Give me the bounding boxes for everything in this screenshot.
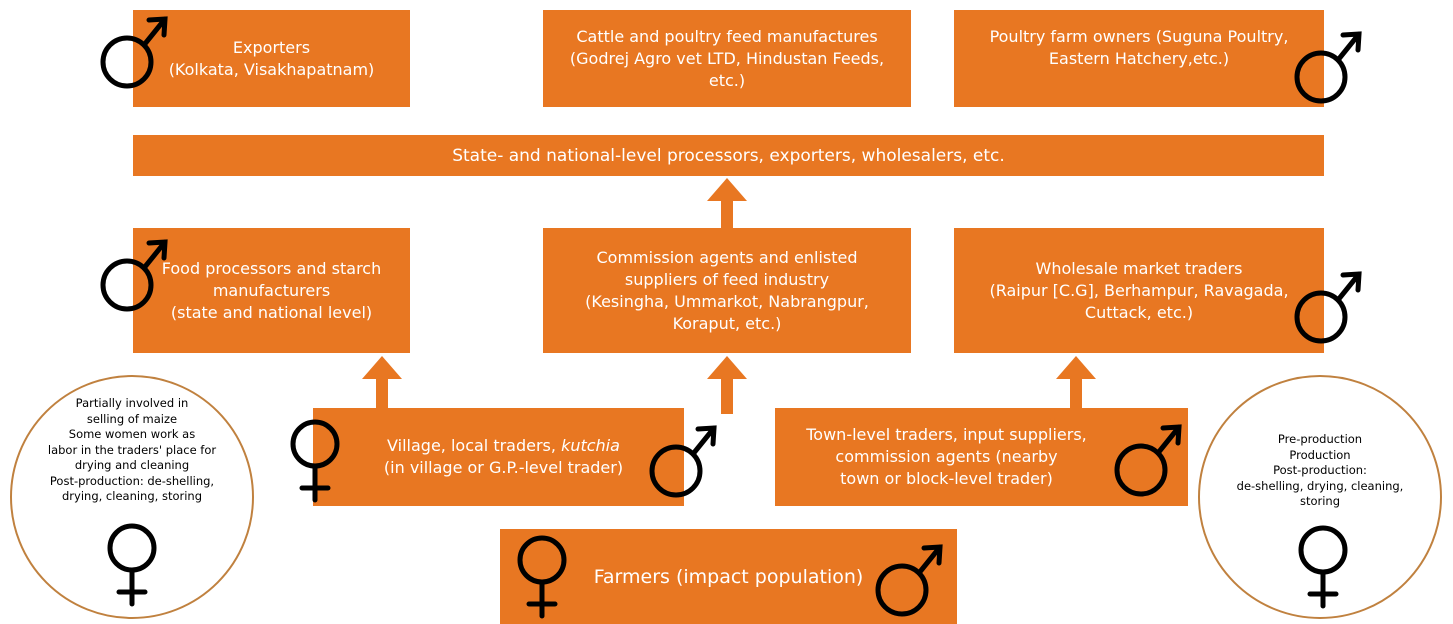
- wholesale-line-2: (Raipur [C.G], Berhampur, Ravagada,: [989, 280, 1289, 300]
- village-line-1-text: Village, local traders,: [387, 436, 562, 455]
- left-circle-line-1: Partially involved in: [75, 396, 189, 410]
- arrow-town-to-wholesale: [1056, 356, 1096, 408]
- commission-line-3: (Kesingha, Ummarkot, Nabrangpur,: [585, 291, 869, 311]
- right-women-role-circle: [1198, 375, 1442, 619]
- commission-line-1: Commission agents and enlisted: [596, 247, 858, 267]
- village-line-1-italic: kutchia: [561, 436, 620, 455]
- left-circle-text: Partially involved in selling of maize S…: [20, 396, 244, 505]
- feed-manufacturers-box: Cattle and poultry feed manufactures (Go…: [543, 10, 911, 107]
- exporters-line-2: (Kolkata, Visakhapatnam): [168, 59, 375, 79]
- left-circle-line-4: labor in the traders' place for: [47, 442, 217, 457]
- left-circle-line-5: drying and cleaning: [74, 458, 190, 472]
- commission-line-2: suppliers of feed industry: [624, 269, 830, 289]
- right-circle-line-1: Pre-production: [1277, 432, 1363, 446]
- village-line-2: (in village or G.P.-level trader): [383, 458, 624, 477]
- right-circle-line-2: Production: [1289, 447, 1351, 462]
- right-circle-text: Pre-production Production Post-productio…: [1208, 432, 1432, 510]
- food-processors-box: Food processors and starch manufacturers…: [133, 228, 410, 353]
- female-symbol-icon: [290, 419, 340, 503]
- left-circle-line-6: Post-production: de-shelling,: [49, 473, 215, 488]
- wholesale-line-3: Cuttack, etc.): [1084, 302, 1194, 322]
- arrow-farmers-to-commission: [707, 356, 747, 414]
- male-symbol-icon: [875, 544, 943, 617]
- exporters-box: Exporters (Kolkata, Visakhapatnam): [133, 10, 410, 107]
- left-circle-line-3: Some women work as: [68, 427, 196, 441]
- town-line-2: commission agents (nearby: [835, 447, 1058, 466]
- commission-line-4: Koraput, etc.): [672, 313, 782, 333]
- male-symbol-icon: [1294, 31, 1362, 104]
- poultry-farm-owners-box: Poultry farm owners (Suguna Poultry, Eas…: [954, 10, 1324, 107]
- male-symbol-icon: [100, 239, 168, 312]
- left-circle-line-7: drying, cleaning, storing: [62, 489, 202, 503]
- female-symbol-icon: [107, 523, 157, 607]
- wholesale-traders-box: Wholesale market traders (Raipur [C.G], …: [954, 228, 1324, 353]
- village-line-1: Village, local traders, kutchia: [387, 435, 620, 457]
- right-circle-line-4: de-shelling, drying, cleaning,: [1236, 478, 1404, 493]
- right-circle-line-3: Post-production:: [1273, 463, 1367, 477]
- food-line-2: manufacturers: [212, 280, 331, 300]
- poultry-line-2: Eastern Hatchery,etc.): [1048, 49, 1230, 68]
- town-line-1: Town-level traders, input suppliers,: [806, 425, 1087, 444]
- left-circle-line-2: selling of maize: [86, 411, 178, 426]
- farmers-label: Farmers (impact population): [593, 565, 864, 588]
- male-symbol-icon: [649, 425, 717, 498]
- wholesale-line-1: Wholesale market traders: [1035, 258, 1243, 278]
- feed-line-3: etc.): [708, 70, 746, 90]
- processors-bar: State- and national-level processors, ex…: [133, 135, 1324, 176]
- commission-agents-box: Commission agents and enlisted suppliers…: [543, 228, 911, 353]
- feed-line-2: (Godrej Agro vet LTD, Hindustan Feeds,: [569, 48, 885, 68]
- food-line-1: Food processors and starch: [161, 258, 382, 278]
- arrow-commission-to-processors: [707, 178, 747, 230]
- village-traders-box: Village, local traders, kutchia (in vill…: [313, 408, 684, 506]
- feed-line-1: Cattle and poultry feed manufactures: [576, 26, 878, 46]
- male-symbol-icon: [1294, 271, 1362, 344]
- processors-bar-label: State- and national-level processors, ex…: [452, 145, 1005, 166]
- right-circle-line-5: storing: [1299, 494, 1341, 508]
- town-line-3: town or block-level trader): [840, 469, 1053, 488]
- female-symbol-icon: [1298, 525, 1348, 609]
- female-symbol-icon: [517, 535, 567, 619]
- male-symbol-icon: [100, 16, 168, 89]
- male-symbol-icon: [1114, 424, 1182, 497]
- arrow-village-to-food-processors: [362, 356, 402, 408]
- poultry-line-1: Poultry farm owners (Suguna Poultry,: [989, 27, 1289, 46]
- exporters-line-1: Exporters: [232, 37, 311, 57]
- food-line-3: (state and national level): [170, 302, 373, 322]
